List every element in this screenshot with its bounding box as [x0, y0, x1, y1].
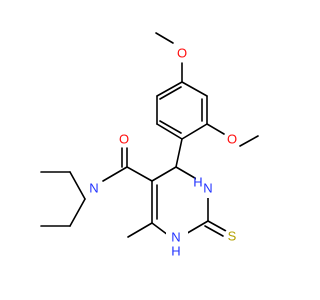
nitrogen-label-amide: N [89, 181, 98, 196]
bonds [40, 32, 259, 238]
oxygen-atom-amide: O [116, 131, 132, 147]
bond-c2-s-1 [207, 220, 227, 232]
bond-amide-c-n [102, 166, 128, 182]
bond-c2-s-2 [204, 225, 224, 237]
bond-ring-6 [156, 81, 183, 97]
sulfur-atom: S [224, 228, 240, 244]
nh-lower-n: N [171, 230, 180, 245]
oxygen-atom-right: O [224, 131, 240, 147]
bond-ring-1 [181, 81, 208, 97]
atom-labels: O O O N H N N H S [86, 45, 240, 259]
bond-c5-amide-c [126, 166, 153, 182]
bond-n-ethyl2-a [69, 171, 86, 200]
bond-ring-c4 [175, 138, 183, 168]
nitrogen-atom-amide: N [86, 180, 102, 196]
nh-atom-upper: H N [193, 172, 218, 198]
oxygen-atom-top: O [174, 45, 190, 61]
oxygen-label-amide: O [119, 132, 129, 147]
bond-c6-methyl [127, 222, 153, 238]
bond-ch3-o-top [155, 32, 174, 44]
bond-ring-4-inner [159, 120, 182, 134]
bond-n-ethyl1-a [69, 198, 86, 227]
bond-ring-6-inner [159, 86, 182, 100]
bond-c5-c4 [151, 166, 177, 182]
bond-o-right-ch3 [239, 135, 259, 147]
nh-lower-h: H [171, 244, 180, 259]
bond-ring-3 [181, 123, 208, 140]
nh-atom-lower: N H [166, 228, 188, 259]
structure-diagram: O O O N H N N H S [40, 32, 259, 259]
nh-upper-n: N [203, 181, 212, 196]
bond-nh-lower-c6 [151, 222, 169, 236]
molecule-canvas: O O O N H N N H S [40, 32, 259, 259]
bond-ring-o-right [206, 123, 225, 135]
bond-ring-4 [156, 123, 183, 140]
oxygen-label-right: O [227, 132, 237, 147]
sulfur-label: S [228, 229, 237, 244]
oxygen-label-top: O [177, 46, 187, 61]
nh-upper-h: H [193, 175, 202, 190]
